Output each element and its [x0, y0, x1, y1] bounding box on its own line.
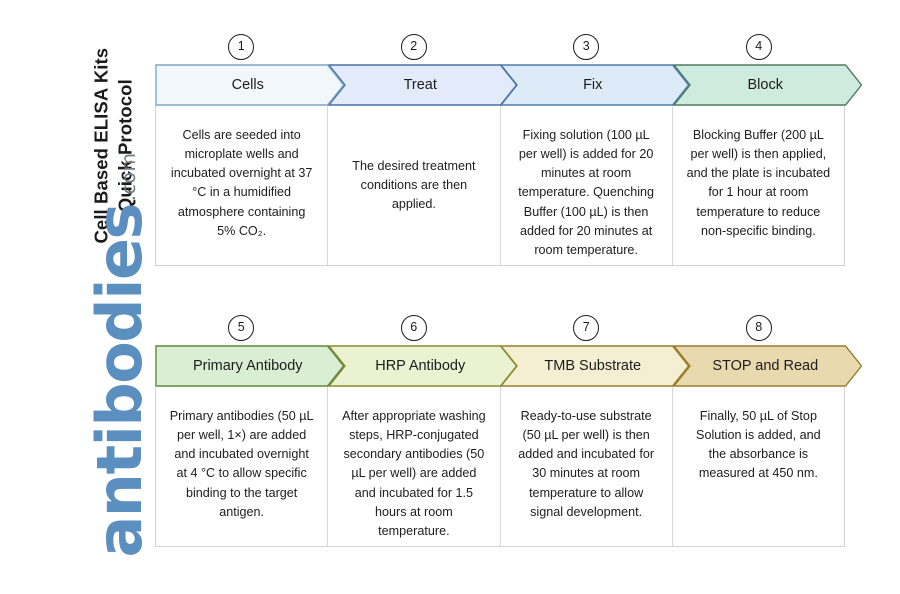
- step-headers-row-2: Primary Antibody HRP Antibody TMB Substrat…: [155, 345, 862, 387]
- step-header-3[interactable]: Fix: [500, 64, 690, 106]
- flow-row-1: 1 2 3 4 Cells Treat Fix Block Cells are seeded…: [155, 34, 862, 266]
- step-number-badge: 7: [573, 315, 600, 341]
- step-number-badge: 1: [228, 34, 255, 60]
- step-header-4[interactable]: Block: [672, 64, 863, 106]
- step-description-6: After appropriate washing steps, HRP-con…: [328, 387, 501, 546]
- step-description-text: Ready-to-use substrate (50 µL per well) …: [518, 409, 655, 519]
- chevron-shape: [672, 64, 862, 106]
- step-label: HRP Antibody: [375, 358, 466, 374]
- chevron-shape: [327, 64, 517, 106]
- step-description-text: Primary antibodies (50 µL per well, 1×) …: [169, 409, 314, 519]
- step-number-badge: 8: [745, 315, 772, 341]
- chevron-shape: [500, 64, 690, 106]
- step-description-text: Finally, 50 µL of Stop Solution is added…: [696, 409, 821, 481]
- step-number-badge: 5: [228, 315, 255, 341]
- chevron-shape: [327, 345, 517, 387]
- flow-row-2: 5 6 7 8 Primary Antibody HRP Antibody TMB Sub…: [155, 315, 862, 547]
- step-description-text: After appropriate washing steps, HRP-con…: [342, 409, 486, 538]
- step-label: Cells: [231, 77, 264, 93]
- logo-tld: .com: [118, 152, 140, 202]
- step-descriptions-row-2: Primary antibodies (50 µL per well, 1×) …: [155, 387, 845, 547]
- step-description-5: Primary antibodies (50 µL per well, 1×) …: [156, 387, 329, 546]
- step-description-text: Fixing solution (100 µL per well) is add…: [518, 128, 655, 257]
- step-description-7: Ready-to-use substrate (50 µL per well) …: [501, 387, 673, 546]
- step-description-4: Blocking Buffer (200 µL per well) is the…: [673, 106, 844, 265]
- step-label: TMB Substrate: [544, 358, 642, 374]
- step-label: Treat: [403, 77, 437, 93]
- antibodies-logo: antibodies .com: [38, 152, 156, 557]
- step-number-badge: 2: [400, 34, 427, 60]
- step-label: Block: [747, 77, 783, 93]
- step-label: Primary Antibody: [192, 358, 303, 374]
- step-header-5[interactable]: Primary Antibody: [155, 345, 345, 387]
- chevron-shape: [155, 345, 345, 387]
- step-descriptions-row-1: Cells are seeded into microplate wells a…: [155, 106, 845, 266]
- step-label: STOP and Read: [712, 358, 819, 374]
- step-label: Fix: [583, 77, 603, 93]
- step-header-7[interactable]: TMB Substrate: [500, 345, 690, 387]
- step-description-text: Blocking Buffer (200 µL per well) is the…: [686, 128, 831, 238]
- step-description-text: Cells are seeded into microplate wells a…: [170, 128, 313, 238]
- step-number-badges-row-2: 5 6 7 8: [155, 315, 845, 345]
- logo-wordmark: antibodies: [82, 204, 156, 558]
- step-number-badge: 4: [745, 34, 772, 60]
- step-header-2[interactable]: Treat: [327, 64, 518, 106]
- step-number-badges-row-1: 1 2 3 4: [155, 34, 845, 64]
- step-number-badge: 3: [573, 34, 600, 60]
- step-header-6[interactable]: HRP Antibody: [327, 345, 518, 387]
- step-header-8[interactable]: STOP and Read: [672, 345, 863, 387]
- step-header-1[interactable]: Cells: [155, 64, 345, 106]
- step-description-text: The desired treatment conditions are the…: [352, 158, 476, 212]
- step-description-1: Cells are seeded into microplate wells a…: [156, 106, 329, 265]
- chevron-shape: [672, 345, 862, 387]
- step-number-badge: 6: [400, 315, 427, 341]
- chevron-shape: [155, 64, 345, 106]
- step-headers-row-1: Cells Treat Fix Block: [155, 64, 862, 106]
- chevron-shape: [500, 345, 690, 387]
- step-description-8: Finally, 50 µL of Stop Solution is added…: [673, 387, 844, 546]
- step-description-3: Fixing solution (100 µL per well) is add…: [501, 106, 673, 265]
- step-description-2: The desired treatment conditions are the…: [328, 106, 501, 265]
- left-rail: Cell Based ELISA Kits Quick Protocol ant…: [0, 0, 156, 594]
